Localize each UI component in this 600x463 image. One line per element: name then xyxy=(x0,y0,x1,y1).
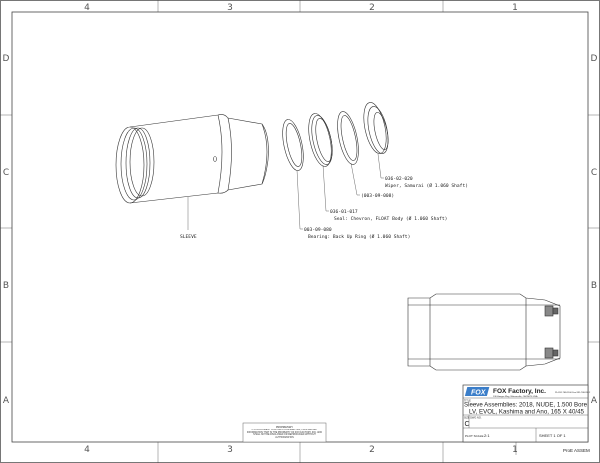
bearing-part-number: 003-09-080 xyxy=(304,227,332,233)
seal-part-number: 036-01-017 xyxy=(330,209,358,215)
leader-lines xyxy=(187,153,384,230)
zone-col-label: 2 xyxy=(369,3,375,13)
zone-col-label: 3 xyxy=(227,445,233,455)
zone-row-label: D xyxy=(591,54,598,64)
sleeve-part xyxy=(115,114,269,204)
proprietary-notice: PROPRIETARY THIS DOCUMENT CONTAINS CONFI… xyxy=(242,422,327,443)
zone-labels: 4 3 2 1 4 3 2 1 D C B A D C B A xyxy=(3,3,598,455)
plot-scale: 2:1 xyxy=(484,433,490,438)
bearing-ring xyxy=(282,119,304,171)
size-label: SIZE DWG NO. xyxy=(464,417,482,420)
seal-ring xyxy=(308,113,333,167)
wiper-seal xyxy=(363,102,389,154)
wiper-part-number: 036-02-020 xyxy=(385,176,413,182)
title-block: FOX FOX Factory, Inc. 130 Hangar Way, Wa… xyxy=(462,384,591,443)
drawing-title-line1: Sleeve Assemblies: 2018, NUDE, 1.500 Bor… xyxy=(464,402,588,409)
plot-scale-label: PLOT SCALE xyxy=(465,434,483,438)
ring-part-number: (003-09-008) xyxy=(361,193,394,199)
notice-body: THIS DOCUMENT CONTAINS CONFIDENTIAL, PRO… xyxy=(246,429,322,439)
zone-row-label: B xyxy=(591,281,597,291)
section-view xyxy=(407,293,561,371)
zone-col-label: 3 xyxy=(227,3,233,13)
zone-row-label: C xyxy=(3,168,9,178)
drawing-title-line2: LV, EVOL, Kashima and Ano, 165 X 40/45 xyxy=(469,409,585,416)
sheet-number: SHEET 1 OF 1 xyxy=(539,433,566,438)
backup-ring xyxy=(337,111,359,165)
zone-row-label: C xyxy=(591,168,597,178)
company-name: FOX Factory, Inc. xyxy=(493,388,546,395)
title-label: TITLE xyxy=(464,400,471,403)
sleeve-label: SLEEVE xyxy=(180,234,197,240)
wiper-description: Wiper, Samurai (Ø 1.060 Shaft) xyxy=(385,182,468,189)
company-phone: Ph 831-768-1100 Fax 831-768-9312 xyxy=(555,392,591,394)
company-address: 130 Hangar Way, Watsonville, CA 95076 US… xyxy=(493,395,538,398)
zone-col-label: 2 xyxy=(369,445,375,455)
zone-row-label: B xyxy=(3,281,9,291)
zone-row-label: A xyxy=(3,396,10,406)
notice-title: PROPRIETARY xyxy=(276,426,293,429)
zone-col-label: 1 xyxy=(512,445,518,455)
zone-col-label: 4 xyxy=(84,3,90,13)
zone-row-label: D xyxy=(3,54,10,64)
sheet-size: C xyxy=(465,421,470,428)
footer-label: ProE ASSEM xyxy=(563,448,590,453)
zone-col-label: 4 xyxy=(84,445,90,455)
zone-row-label: A xyxy=(591,396,598,406)
fox-logo: FOX xyxy=(471,390,487,397)
seal-description: Seal: Chevron, FLOAT Body (Ø 1.060 Shaft… xyxy=(334,215,447,222)
bearing-description: Bearing: Back Up Ring (Ø 1.060 Shaft) xyxy=(308,233,410,240)
zone-col-label: 1 xyxy=(512,3,518,13)
